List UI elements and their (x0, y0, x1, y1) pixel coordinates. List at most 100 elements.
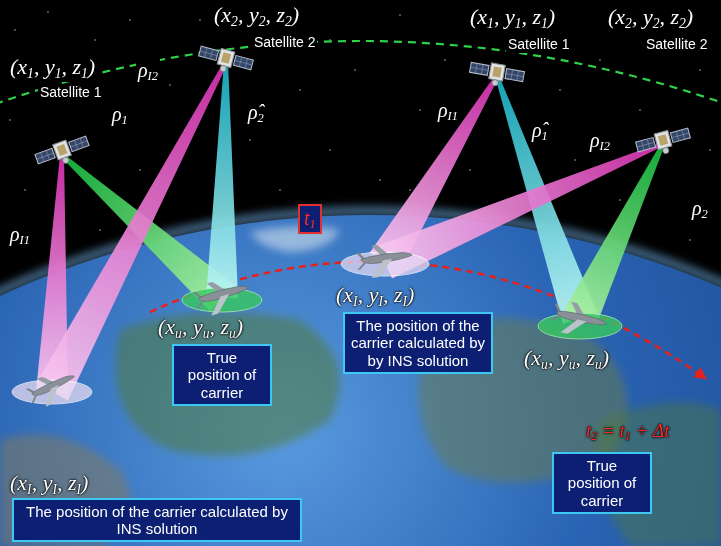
text-part: 1 (27, 66, 34, 81)
text-part: , y (494, 4, 515, 29)
text-part: u (569, 357, 576, 372)
text-part: True position of carrier (188, 349, 256, 401)
satellite-label: Satellite 2 (644, 36, 709, 53)
range-label: ρ1 (110, 102, 130, 128)
text-part: ρ (438, 99, 448, 121)
text-part: 2 (625, 16, 632, 31)
range-label: ρI2 (588, 128, 612, 154)
coordinate-label: (xI, yI, zI) (10, 470, 88, 498)
text-part: ρ (112, 103, 122, 125)
text-part: 1 (310, 217, 316, 231)
aircraft-icon (190, 273, 252, 318)
text-part: (x (336, 282, 353, 307)
text-part: t (586, 420, 591, 441)
text-part: 2 (258, 111, 264, 125)
text-part: Satellite 2 (254, 34, 315, 50)
text-part: 2 (231, 14, 238, 29)
text-part: ) (602, 345, 609, 370)
text-part: 2 (259, 14, 266, 29)
text-part: ) (548, 4, 555, 29)
text-part: (x (10, 54, 27, 79)
range-label: ρ2 (690, 196, 710, 222)
text-part: 1 (625, 430, 631, 443)
text-part: , z (383, 282, 403, 307)
text-part: ) (686, 4, 693, 29)
text-part: , y (358, 282, 379, 307)
text-part: 1 (122, 113, 128, 127)
text-part: 2 (285, 14, 292, 29)
time-label: t2 = t1 + Δt (586, 420, 669, 444)
text-part: Satellite 1 (508, 36, 569, 52)
coordinate-label: (xI, yI, zI) (336, 282, 414, 310)
text-part: , z (265, 2, 285, 27)
text-part: 1 (541, 16, 548, 31)
text-part: ) (236, 314, 243, 339)
aircraft-icon (548, 298, 609, 341)
text-part: (x (10, 470, 27, 495)
text-part: I2 (148, 69, 158, 83)
text-part: t (304, 207, 310, 229)
text-part: u (541, 357, 548, 372)
text-part: , z (575, 345, 595, 370)
pseudorange-beam (206, 62, 238, 298)
aircraft-icon (354, 240, 414, 279)
text-part: I2 (600, 139, 610, 153)
satellite-icon (196, 43, 254, 78)
text-part: ) (407, 282, 414, 307)
text-part: ρ (590, 129, 600, 151)
text-part: I (27, 482, 32, 497)
coordinate-label: (x2, y2, z2) (212, 2, 301, 30)
text-part: u (175, 326, 182, 341)
text-part: ) (292, 2, 299, 27)
text-part: I (378, 294, 383, 309)
satellite-label: Satellite 2 (252, 34, 317, 51)
position-box: True position of carrier (552, 452, 652, 514)
position-box: True position of carrier (172, 344, 272, 406)
text-part: (x (158, 314, 175, 339)
text-part: ρ̂ (248, 101, 258, 123)
text-part: I (52, 482, 57, 497)
text-part: , z (521, 4, 541, 29)
satellite-icon (635, 125, 693, 160)
text-part: 1 (487, 16, 494, 31)
satellite-orbit (0, 41, 721, 104)
box-text: t1 (304, 206, 316, 232)
satellite-icon (34, 133, 92, 172)
aircraft-icon (23, 364, 81, 411)
range-label: ρI1 (436, 98, 460, 124)
text-part: I (77, 482, 82, 497)
land-mass (116, 312, 340, 456)
text-part: 2 (591, 430, 597, 443)
position-box: The position of the carrier calculated b… (12, 498, 302, 543)
satellite-label: Satellite 1 (506, 36, 571, 53)
text-part: 1 (55, 66, 62, 81)
text-part: + Δt (631, 420, 670, 441)
text-part: (x (524, 345, 541, 370)
satellite-icon (468, 59, 525, 90)
coordinate-label: (x1, y1, z1) (468, 4, 557, 32)
text-part: I (403, 294, 408, 309)
text-part: Satellite 2 (646, 36, 707, 52)
text-part: , y (548, 345, 569, 370)
range-label: ρ̂2 (246, 100, 266, 126)
coordinate-label: (xu, yu, zu) (158, 314, 243, 342)
text-part: ρ (692, 197, 702, 219)
text-part: , z (209, 314, 229, 339)
text-part: , z (659, 4, 679, 29)
satellite-label: Satellite 1 (38, 84, 103, 101)
range-label: ρI1 (8, 222, 32, 248)
text-part: , y (32, 470, 53, 495)
text-part: Satellite 1 (40, 84, 101, 100)
range-label: ρ̂1 (530, 118, 550, 144)
text-part: (x (214, 2, 231, 27)
text-part: ρ (138, 59, 148, 81)
text-part: u (595, 357, 602, 372)
text-part: The position of the carrier calculated b… (26, 503, 288, 537)
text-part: 2 (653, 16, 660, 31)
range-label: ρI2 (136, 58, 160, 84)
text-part: I1 (20, 233, 30, 247)
pseudorange-beam (564, 143, 665, 326)
text-part: 1 (542, 129, 548, 143)
